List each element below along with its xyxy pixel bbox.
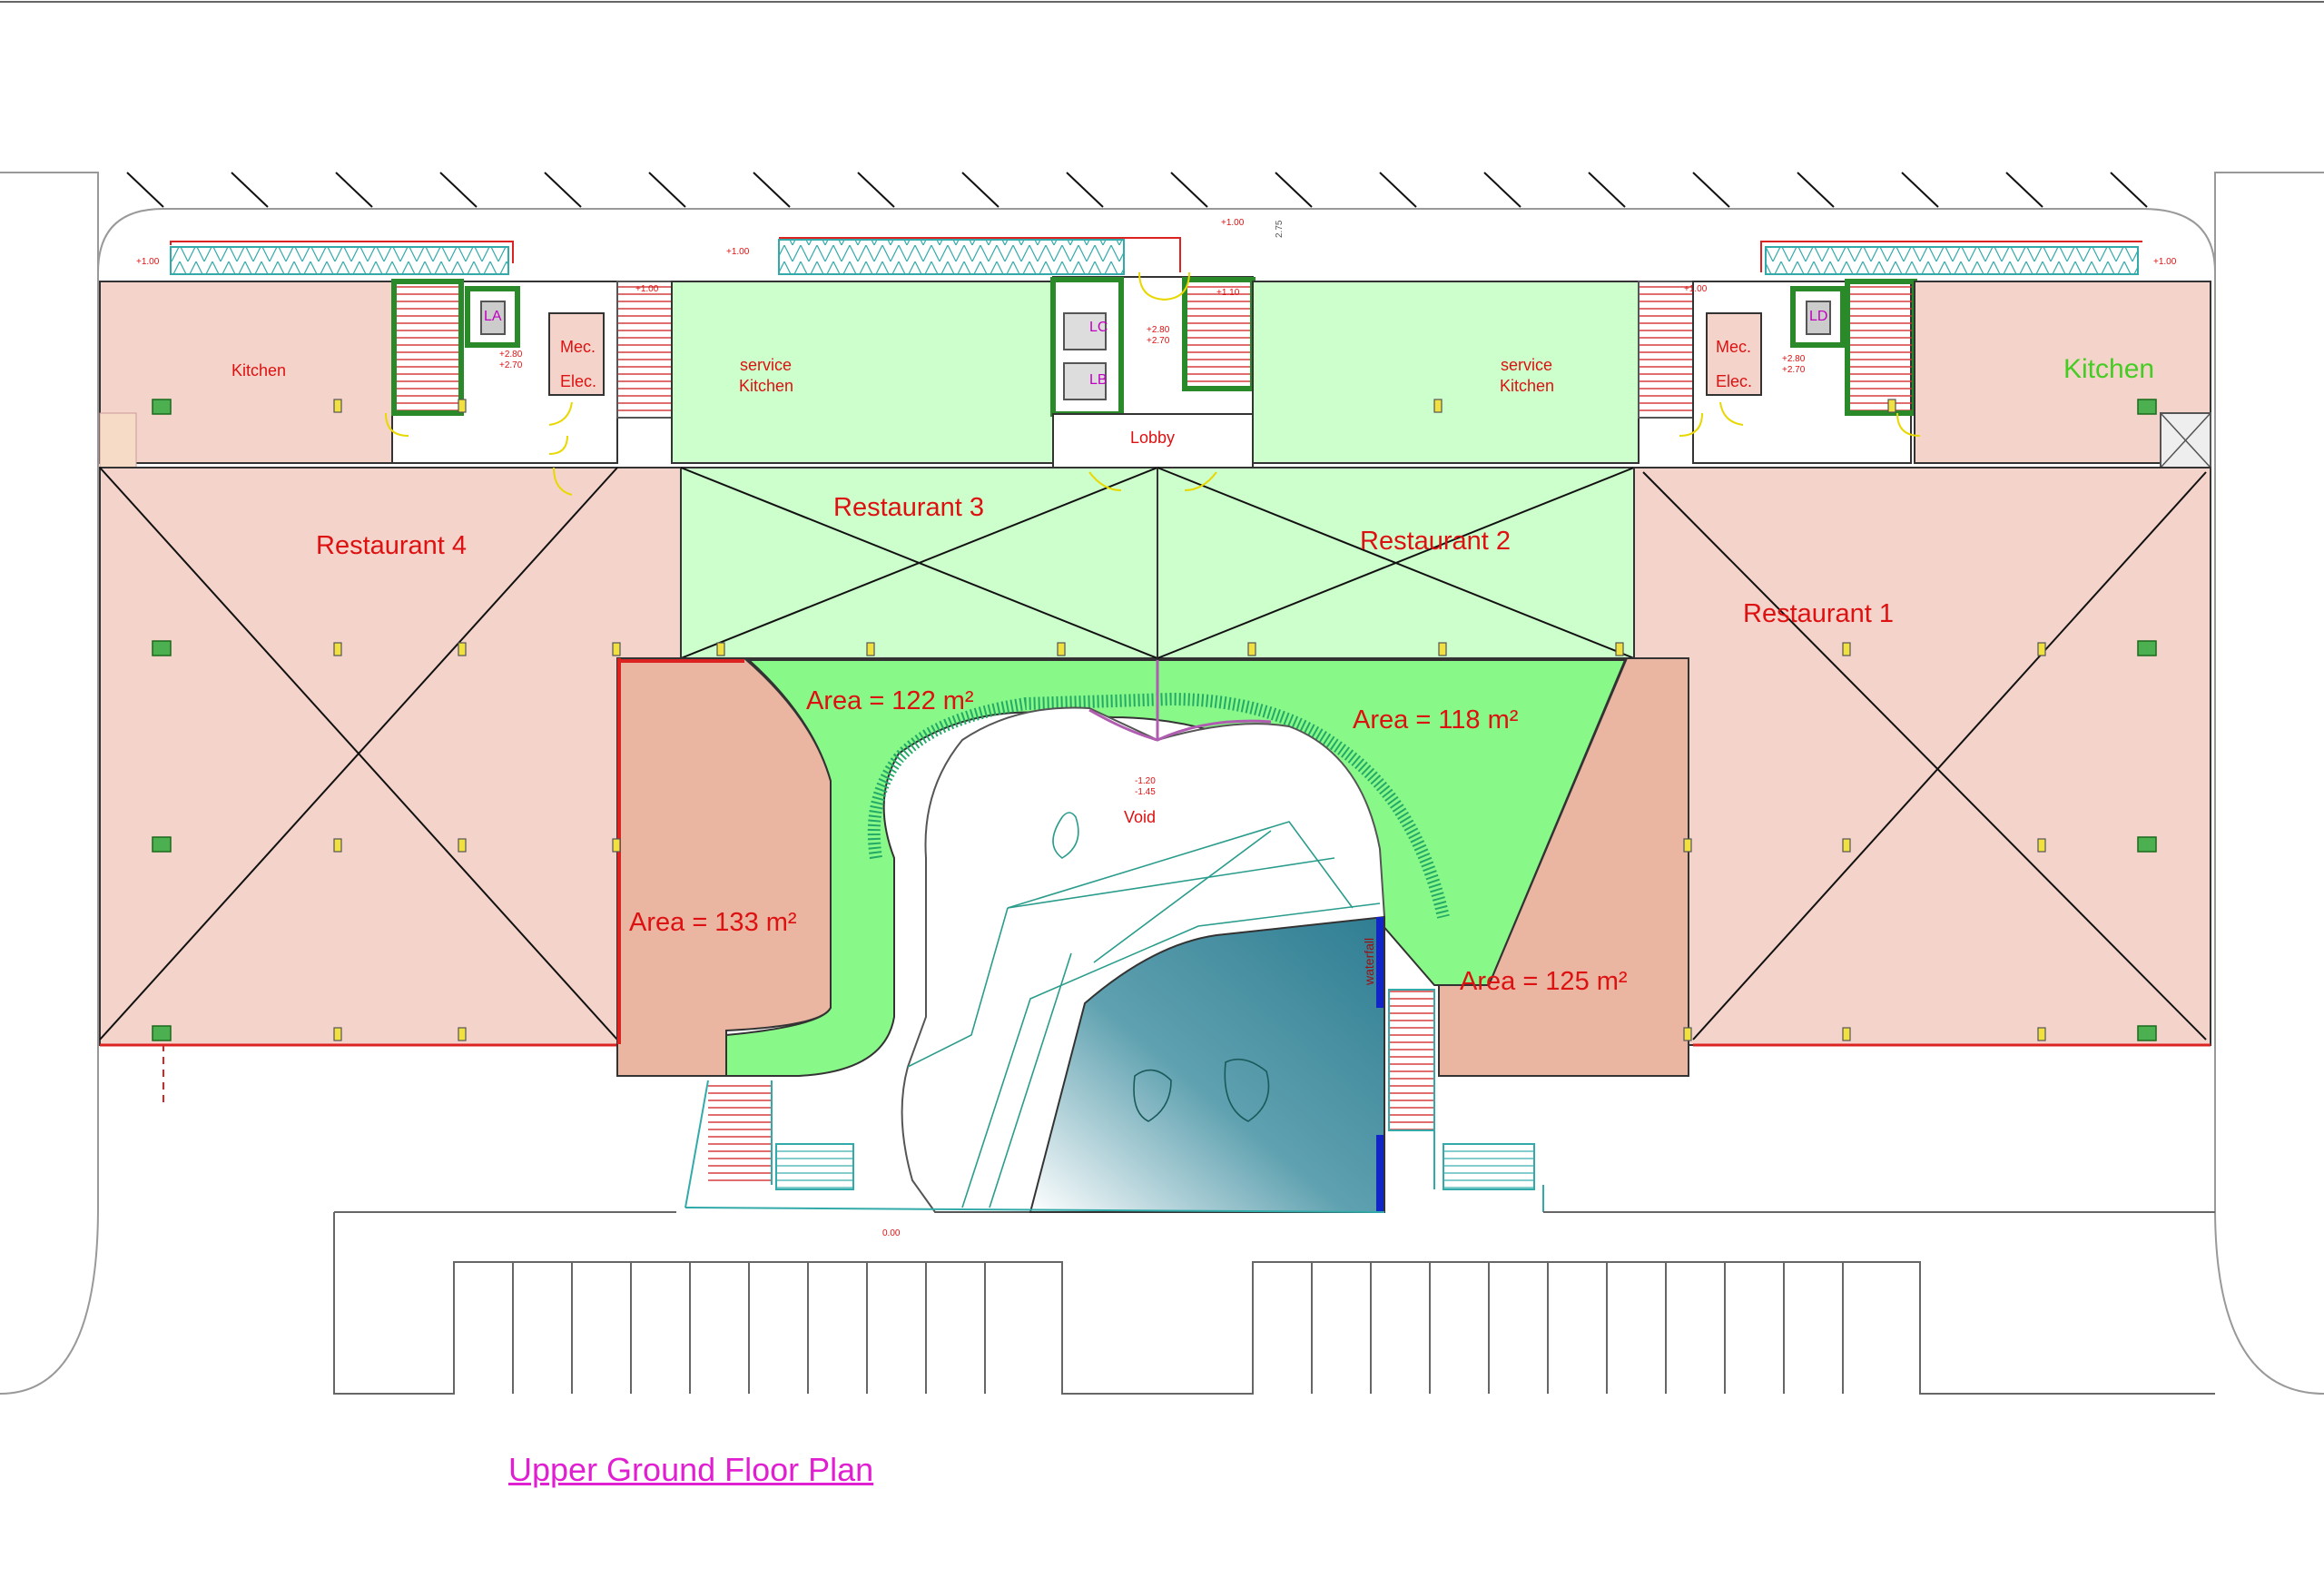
- room-label-mec-left: Mec.: [560, 338, 596, 356]
- room-label-kitchen-right: Kitchen: [2063, 354, 2155, 384]
- level-marker: +1.00: [635, 284, 659, 294]
- waterfall-label: waterfall: [1362, 937, 1376, 985]
- room-label-elec-right: Elec.: [1716, 372, 1753, 390]
- area-label-118: Area = 118 m²: [1353, 705, 1519, 735]
- room-label-service-kitchen-right-1: service: [1501, 356, 1553, 374]
- room-label-restaurant-1: Restaurant 1: [1743, 599, 1895, 628]
- level-marker: -1.20: [1135, 776, 1156, 786]
- plan-title: Upper Ground Floor Plan: [508, 1451, 874, 1488]
- room-label-service-kitchen-right-2: Kitchen: [1500, 377, 1555, 395]
- area-label-125: Area = 125 m²: [1460, 967, 1628, 996]
- level-marker: +2.70: [1782, 365, 1806, 375]
- room-label-restaurant-2: Restaurant 2: [1360, 527, 1512, 556]
- room-label-elec-left: Elec.: [560, 372, 597, 390]
- level-marker: -1.45: [1135, 787, 1156, 797]
- level-marker: 0.00: [882, 1228, 901, 1238]
- area-label-133: Area = 133 m²: [629, 908, 797, 937]
- lift-label-b: LB: [1089, 372, 1108, 388]
- level-marker: +1.00: [2153, 257, 2177, 267]
- lift-label-a: LA: [484, 309, 502, 324]
- lift-label-d: LD: [1809, 309, 1828, 324]
- dimension-label: 2.75: [1275, 220, 1285, 238]
- room-label-mec-right: Mec.: [1716, 338, 1752, 356]
- level-marker: +2.70: [1147, 336, 1170, 346]
- room-label-service-kitchen-left-2: Kitchen: [739, 377, 794, 395]
- room-label-service-kitchen-left-1: service: [740, 356, 793, 374]
- level-marker: +1.00: [1221, 218, 1245, 228]
- level-marker: +2.80: [1147, 325, 1170, 335]
- level-marker: +2.80: [499, 350, 523, 360]
- room-label-lobby: Lobby: [1130, 429, 1176, 447]
- level-marker: +1.10: [1216, 288, 1240, 298]
- level-marker: +1.00: [136, 257, 160, 267]
- room-label-restaurant-4: Restaurant 4: [316, 531, 468, 560]
- level-marker: +2.70: [499, 360, 523, 370]
- level-marker: +2.80: [1782, 354, 1806, 364]
- level-marker: +1.00: [1684, 284, 1708, 294]
- room-label-void: Void: [1124, 808, 1157, 826]
- room-label-restaurant-3: Restaurant 3: [833, 493, 985, 522]
- level-marker: +1.00: [726, 247, 750, 257]
- area-label-122: Area = 122 m²: [806, 686, 974, 715]
- room-label-kitchen-left: Kitchen: [231, 361, 287, 380]
- lift-label-c: LC: [1089, 320, 1108, 335]
